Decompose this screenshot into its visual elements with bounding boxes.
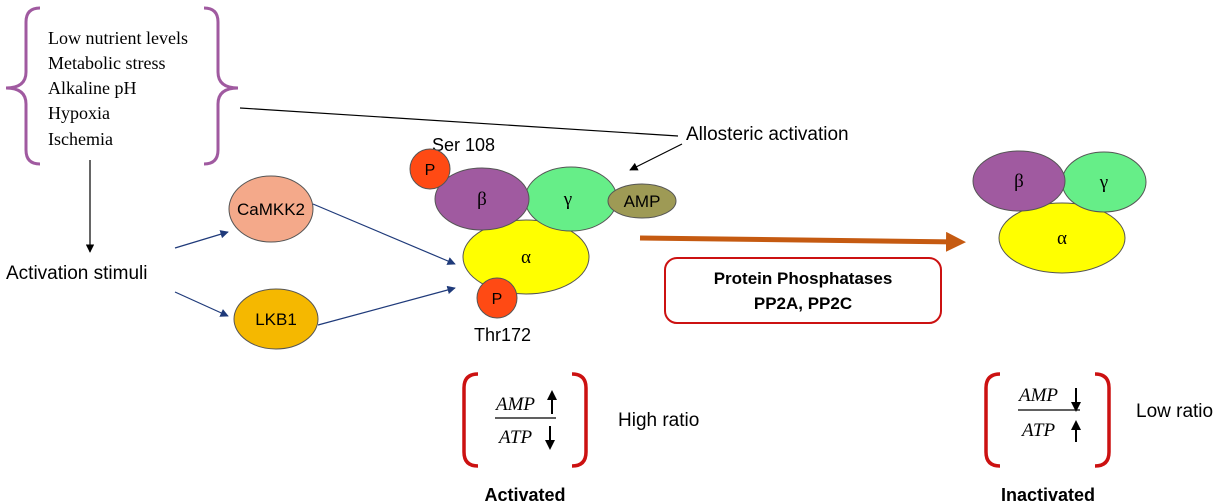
activated-label: Activated <box>484 485 565 504</box>
arrow-to-lkb1 <box>174 291 229 317</box>
phospho-label: P <box>492 291 503 308</box>
alpha-label: α <box>521 247 531 268</box>
ratio-denominator: ATP <box>497 427 532 448</box>
stimulus-item: Alkaline pH <box>48 78 136 98</box>
phosphatases-title: Protein Phosphatases <box>714 269 893 288</box>
thr172-label: Thr172 <box>474 325 531 345</box>
amp-ligand <box>607 183 677 219</box>
high-ratio-label: High ratio <box>618 410 699 431</box>
phospho-thr172 <box>476 277 518 319</box>
arrow-to-camkk2 <box>174 230 229 249</box>
lkb1-node: LKB1 <box>233 288 319 350</box>
ratio-left-bracket <box>984 372 1001 468</box>
low-ratio-group: AMP ATP Low ratio Inactivated <box>984 372 1213 504</box>
phosphatases-box: Protein Phosphatases PP2A, PP2C <box>664 257 942 324</box>
ampk-inactive-complex: α γ β <box>972 150 1147 274</box>
alpha-label: α <box>1057 228 1067 249</box>
camkk2-to-complex-arrow <box>312 203 456 265</box>
ratio-left-bracket <box>462 372 479 468</box>
phospho-label: P <box>425 162 436 179</box>
allosteric-arrow <box>629 143 683 171</box>
beta-subunit <box>434 167 530 231</box>
ratio-numerator: AMP <box>1017 385 1058 406</box>
ratio-right-bracket <box>1094 372 1111 468</box>
amp-label: AMP <box>624 192 661 211</box>
lkb1-label: LKB1 <box>255 310 297 329</box>
allosteric-activation-label: Allosteric activation <box>686 124 849 145</box>
camkk2-label: CaMKK2 <box>237 200 305 219</box>
amp-down-arrow-icon <box>1071 388 1081 412</box>
stimulus-item: Metabolic stress <box>48 53 165 73</box>
ratio-right-bracket <box>571 372 588 468</box>
inactivation-arrow <box>639 231 966 252</box>
gamma-label: γ <box>563 189 572 210</box>
activation-stimuli-label: Activation stimuli <box>6 263 148 284</box>
stimulus-item: Ischemia <box>48 129 113 149</box>
ampk-active-complex: Ser 108 α γ β AMP P P Thr172 <box>409 135 677 345</box>
phospho-ser108 <box>409 148 451 190</box>
ratio-numerator: AMP <box>494 394 535 415</box>
alpha-subunit <box>462 219 590 295</box>
beta-label: β <box>477 189 487 210</box>
atp-down-arrow-icon <box>545 426 555 450</box>
atp-up-arrow-icon <box>1071 420 1081 442</box>
ser108-label: Ser 108 <box>432 135 495 155</box>
inactivated-label: Inactivated <box>1001 485 1095 504</box>
stimuli-left-brace <box>5 6 41 166</box>
low-ratio-label: Low ratio <box>1136 401 1213 422</box>
stimulus-item: Low nutrient levels <box>48 28 188 48</box>
phosphatases-names: PP2A, PP2C <box>754 294 852 313</box>
camkk2-node: CaMKK2 <box>228 175 314 243</box>
stimuli-group: Low nutrient levels Metabolic stress Alk… <box>5 6 239 166</box>
stimuli-right-brace <box>203 6 239 166</box>
ratio-denominator: ATP <box>1020 420 1055 441</box>
beta-label: β <box>1014 171 1024 192</box>
lkb1-to-complex-arrow <box>317 285 456 326</box>
amp-up-arrow-icon <box>547 390 557 414</box>
high-ratio-group: AMP ATP High ratio Activated <box>462 372 699 504</box>
alpha-subunit <box>998 202 1126 274</box>
gamma-label: γ <box>1099 172 1108 193</box>
stimuli-to-allosteric-line <box>239 107 679 137</box>
beta-subunit <box>972 150 1066 212</box>
stimulus-item: Hypoxia <box>48 103 110 123</box>
